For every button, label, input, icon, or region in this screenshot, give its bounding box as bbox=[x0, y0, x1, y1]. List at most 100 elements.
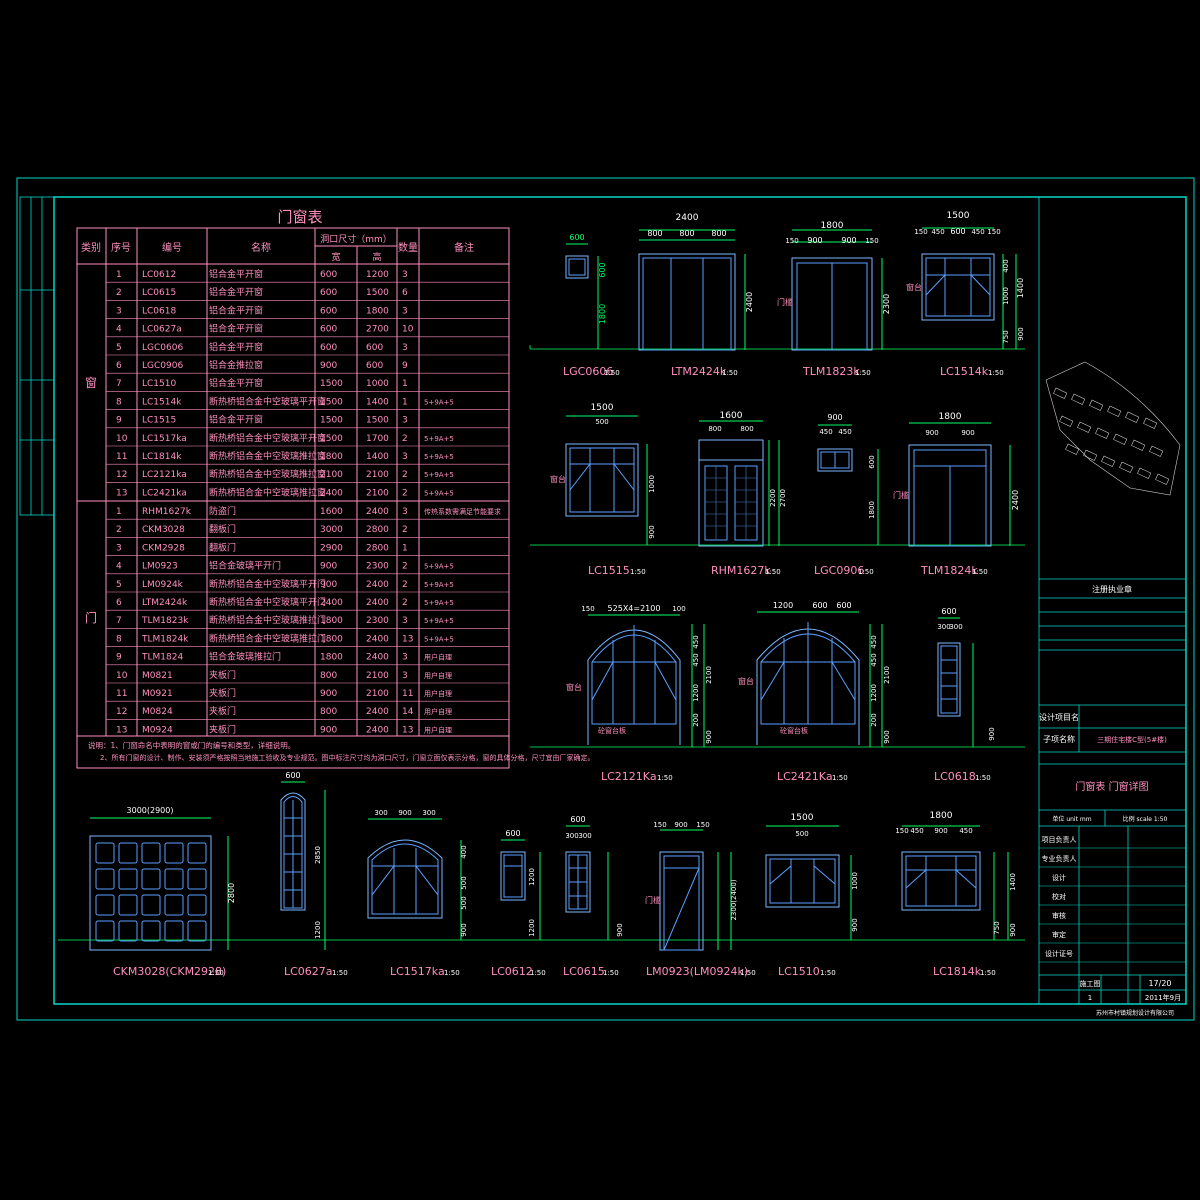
dim-ltm-w: 2400 bbox=[676, 213, 699, 223]
dim-lc2421-h1: 450 bbox=[870, 635, 878, 648]
callout-door-3: 门槛 bbox=[645, 895, 661, 905]
door-row-remark-cell: 用户自理 bbox=[424, 689, 452, 698]
door-row-code-cell: M0821 bbox=[142, 671, 173, 681]
label-LGC0606: LGC0606 bbox=[563, 365, 613, 378]
window-row-code-cell: LC1517ka bbox=[142, 434, 187, 444]
label-TLM1823k: TLM1823k bbox=[802, 365, 860, 378]
dim-ltm-h: 2400 bbox=[745, 292, 754, 312]
window-LC2121Ka bbox=[587, 614, 705, 747]
window-row-code-cell: LC0618 bbox=[142, 306, 176, 316]
dim-lc1514-sill2: 900 bbox=[1017, 327, 1025, 340]
dim-lc0627-sill: 1200 bbox=[314, 921, 322, 939]
row3-labels: LC2121Ka 1:50 LC2421Ka 1:50 LC0618 1:50 bbox=[601, 770, 991, 783]
scale-11: 1:50 bbox=[975, 774, 991, 782]
door-row-no-cell: 8 bbox=[116, 634, 122, 644]
door-row-qty-cell: 3 bbox=[402, 671, 408, 681]
scale-19: 1:50 bbox=[980, 969, 996, 977]
window-row-w-cell: 1500 bbox=[320, 397, 343, 407]
door-row-code-cell: CKM3028 bbox=[142, 525, 185, 535]
window-row-h-cell: 1200 bbox=[366, 270, 389, 280]
hdr-category: 类别 bbox=[81, 241, 101, 254]
scale-15: 1:50 bbox=[530, 969, 546, 977]
window-row-w-cell: 1800 bbox=[320, 452, 343, 462]
window-LC1814k bbox=[901, 825, 1009, 940]
door-row-h-cell: 2400 bbox=[366, 598, 389, 608]
elevations-row3: 150 525X4=2100 100 450 450 1200 200 2100… bbox=[566, 601, 996, 747]
door-row-qty-cell: 3 bbox=[402, 616, 408, 626]
site-plan-thumbnail bbox=[1045, 361, 1181, 496]
window-row-no-cell: 3 bbox=[116, 306, 122, 316]
row1-labels: LGC0606 1:50 LTM2424k 1:50 TLM1823k 1:50… bbox=[563, 365, 1004, 378]
window-row-code-cell: LC0627a bbox=[142, 325, 182, 335]
window-LC1514k bbox=[921, 227, 1017, 349]
window-row-no-cell: 9 bbox=[116, 416, 122, 426]
window-row-remark-cell: 5+9A+5 bbox=[424, 435, 454, 443]
window-row-h-cell: 1400 bbox=[366, 397, 389, 407]
tb-stage: 施工图 bbox=[1080, 979, 1101, 988]
window-row-h-cell: 1700 bbox=[366, 434, 389, 444]
window-row-name-cell: 铝合金平开窗 bbox=[209, 304, 263, 316]
dim-lgc0906-w: 900 bbox=[827, 413, 842, 422]
scale-13: 1:50 bbox=[332, 969, 348, 977]
dim-lc1814-sill2: 900 bbox=[1009, 923, 1017, 936]
window-row-qty-cell: 3 bbox=[402, 416, 408, 426]
scale-4: 1:50 bbox=[988, 369, 1004, 377]
dim-rhm-w: 1600 bbox=[720, 411, 743, 421]
door-row-no-cell: 12 bbox=[116, 707, 127, 717]
window-row-no-cell: 5 bbox=[116, 343, 122, 353]
dim-lc2421-h2: 450 bbox=[870, 653, 878, 666]
table-title: 门窗表 bbox=[277, 208, 322, 226]
window-row-h-cell: 1000 bbox=[366, 379, 389, 389]
door-row-qty-cell: 3 bbox=[402, 653, 408, 663]
dim-lc2121-sill: 900 bbox=[705, 730, 713, 743]
window-row-name-cell: 铝合金平开窗 bbox=[209, 377, 263, 389]
tb-row-label: 审定 bbox=[1052, 930, 1066, 939]
dim-rhm-h2: 2700 bbox=[779, 489, 787, 507]
door-row-h-cell: 2100 bbox=[366, 689, 389, 699]
dim-lm0923-b: 900 bbox=[674, 821, 687, 829]
door-row-remark-cell: 5+9A+5 bbox=[424, 617, 454, 625]
dim-lc1517-h1: 400 bbox=[460, 845, 468, 858]
window-row-no-cell: 7 bbox=[116, 379, 122, 389]
door-row-no-cell: 1 bbox=[116, 507, 122, 517]
dim-lgc0606-h: 600 bbox=[598, 262, 607, 277]
tb-project-label: 设计项目名 bbox=[1039, 712, 1079, 722]
window-row-remark-cell: 5+9A+5 bbox=[424, 453, 454, 461]
door-row-qty-cell: 2 bbox=[402, 562, 408, 572]
dim-lc1814-h: 1400 bbox=[1009, 873, 1017, 891]
door-row-h-cell: 2400 bbox=[366, 653, 389, 663]
dim-lc2421-h3: 1200 bbox=[870, 684, 878, 702]
tb-row-label: 项目负责人 bbox=[1042, 835, 1077, 844]
door-row-h-cell: 2100 bbox=[366, 671, 389, 681]
window-row-w-cell: 600 bbox=[320, 343, 337, 353]
dim-lc1515-a: 500 bbox=[595, 418, 608, 426]
window-row-h-cell: 1400 bbox=[366, 452, 389, 462]
door-row-remark-cell: 用户自理 bbox=[424, 671, 452, 680]
window-row-name-cell: 铝合金平开窗 bbox=[209, 286, 263, 298]
window-row-no-cell: 8 bbox=[116, 397, 122, 407]
window-LC0615 bbox=[565, 825, 609, 940]
door-row-w-cell: 2400 bbox=[320, 598, 343, 608]
table-note-2: 2、所有门窗的设计、制作、安装须严格按照当地施工验收及专业规范。图中标注尺寸均为… bbox=[100, 753, 594, 762]
dim-tlm1823-b: 900 bbox=[807, 236, 822, 245]
scale-14: 1:50 bbox=[444, 969, 460, 977]
window-row-qty-cell: 1 bbox=[402, 397, 408, 407]
dim-tlm1823-c: 900 bbox=[841, 236, 856, 245]
dim-lgc0906-b: 450 bbox=[838, 428, 851, 436]
outer-border bbox=[16, 177, 1195, 1021]
dim-lc1514-e: 150 bbox=[987, 228, 1000, 236]
window-LGC0606 bbox=[565, 243, 599, 349]
window-row-h-cell: 1500 bbox=[366, 416, 389, 426]
dim-lc1510-h: 1000 bbox=[851, 872, 859, 890]
door-row-w-cell: 900 bbox=[320, 725, 337, 735]
table-note-1: 说明：1、门窗命名中表明的窗或门的编号和类型，详细说明。 bbox=[88, 740, 295, 750]
dim-lc1514-b: 450 bbox=[931, 228, 944, 236]
dim-lc1517-h3: 500 bbox=[460, 896, 468, 909]
window-LC0627a bbox=[280, 781, 326, 950]
window-row-no-cell: 6 bbox=[116, 361, 122, 371]
dim-lc2121-c: 100 bbox=[672, 605, 685, 613]
door-row-code-cell: LM0924k bbox=[142, 580, 184, 590]
dim-lc2421-sill: 900 bbox=[883, 730, 891, 743]
door-row-qty-cell: 3 bbox=[402, 507, 408, 517]
door-row-code-cell: CKM2928 bbox=[142, 543, 185, 553]
